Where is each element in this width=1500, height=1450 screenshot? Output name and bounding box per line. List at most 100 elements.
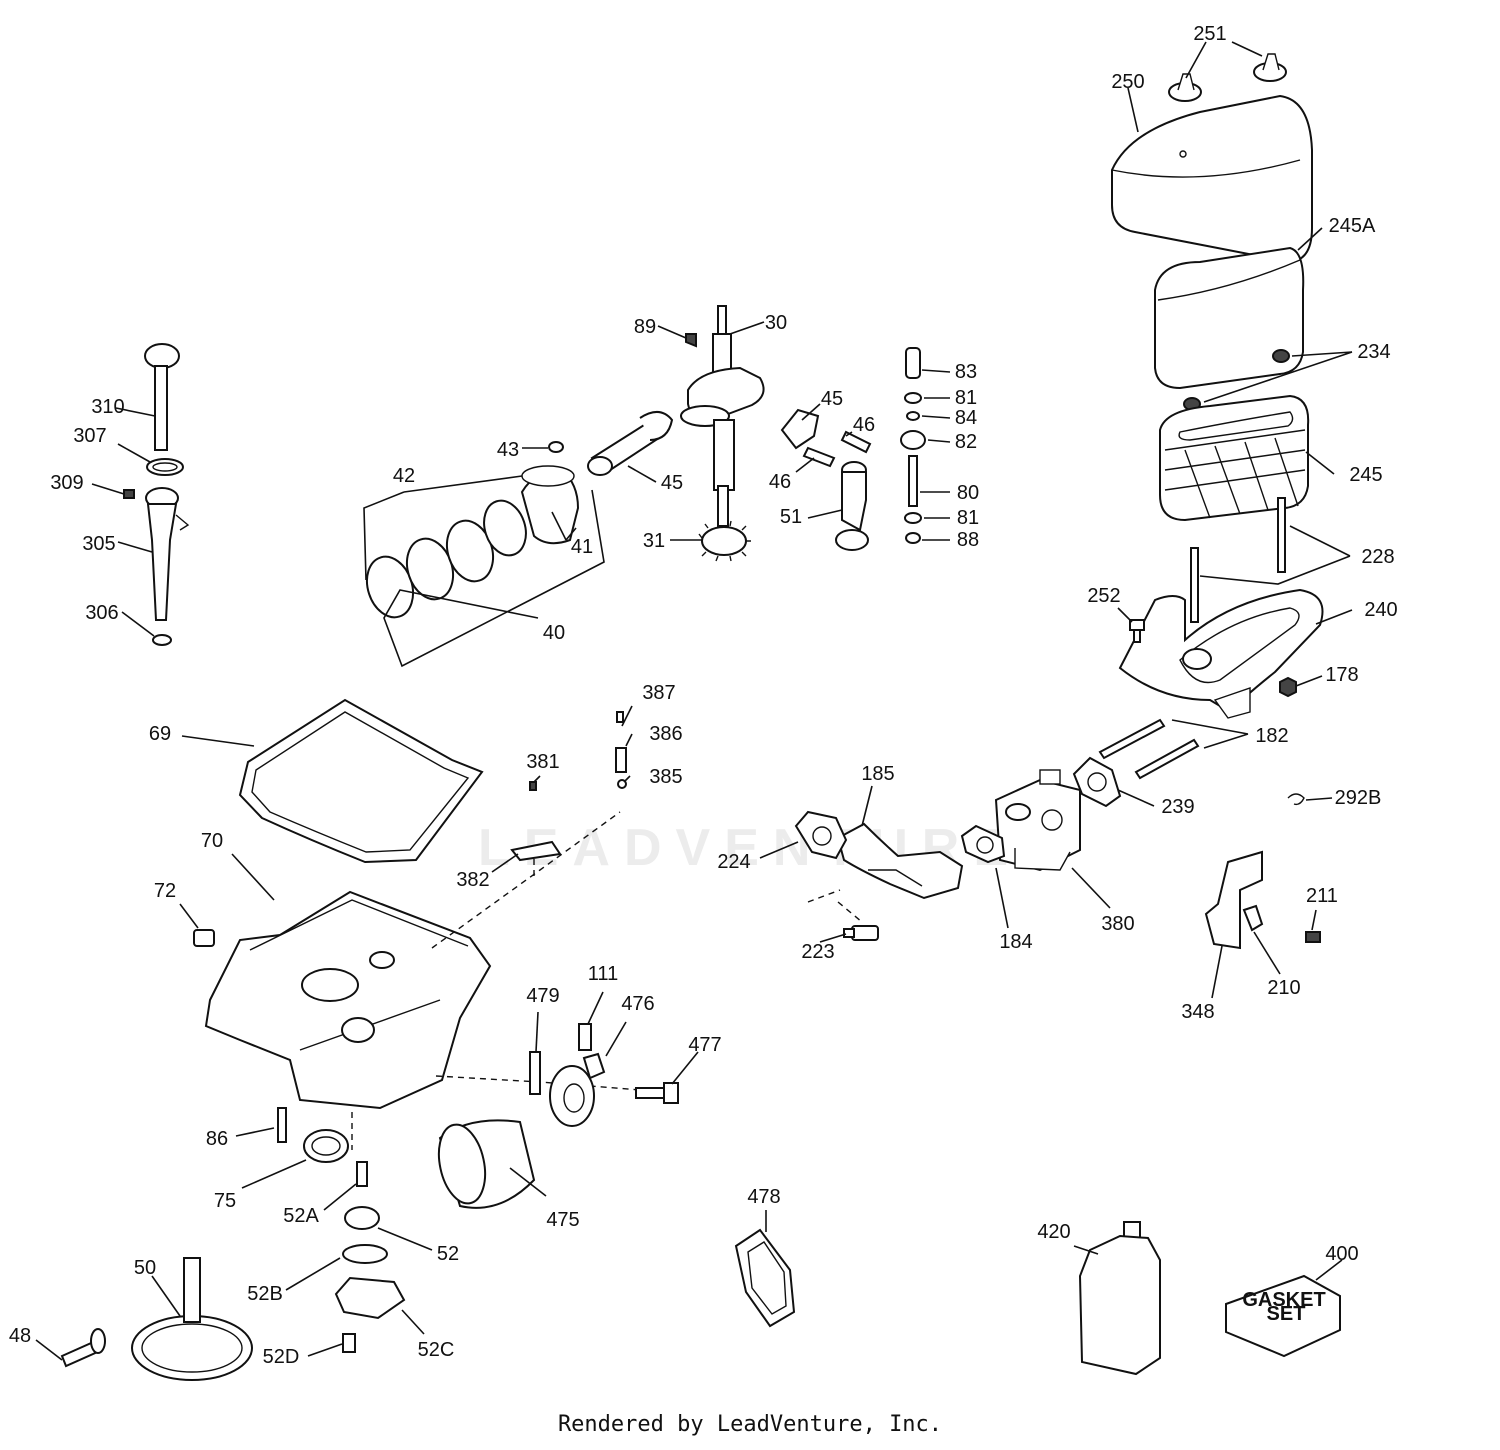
oil-filter-adapter-476[interactable] [549, 1052, 606, 1127]
callout-305: 305 [82, 533, 115, 555]
dipstick-310[interactable] [144, 343, 180, 451]
connecting-rod-cap-45b[interactable] [780, 408, 820, 450]
callout-386: 386 [649, 723, 682, 745]
plug-387[interactable] [616, 711, 624, 723]
callout-475: 475 [546, 1209, 579, 1231]
callout-479: 479 [526, 985, 559, 1007]
callout-111: 111 [588, 963, 618, 985]
callout-45-cap: 45 [821, 388, 843, 410]
o-ring-52B[interactable] [342, 1244, 388, 1264]
valve-plate-382[interactable] [510, 840, 562, 862]
callout-245A: 245A [1329, 215, 1376, 237]
spool-88[interactable] [905, 532, 921, 544]
governor-shaft-83[interactable] [905, 347, 921, 379]
callout-234: 234 [1357, 341, 1390, 363]
callout-184: 184 [999, 931, 1032, 953]
callout-420: 420 [1037, 1221, 1070, 1243]
washer-81b[interactable] [904, 512, 922, 524]
studs-228[interactable] [1190, 497, 1286, 623]
screw-52D[interactable] [342, 1333, 356, 1353]
callout-310: 310 [91, 396, 124, 418]
crankshaft-30[interactable] [680, 305, 765, 527]
bracket-348[interactable] [1204, 850, 1263, 950]
oil-pump-cover-52C[interactable] [334, 1276, 406, 1320]
oil-slinger-51[interactable] [835, 461, 869, 551]
oil-gasket-piston-ring-set-40[interactable] [359, 495, 532, 623]
callout-82: 82 [955, 431, 977, 453]
callout-46-lower: 46 [769, 471, 791, 493]
screw-86[interactable] [277, 1107, 287, 1143]
clip-292B[interactable] [1287, 793, 1305, 806]
retainer-84[interactable] [906, 411, 920, 421]
spring-386[interactable] [615, 747, 627, 773]
callout-83: 83 [955, 361, 977, 383]
washer-81a[interactable] [904, 392, 922, 404]
bolt-46b[interactable] [802, 446, 836, 468]
callout-84: 84 [955, 407, 977, 429]
screw-309[interactable] [123, 489, 135, 499]
callout-41: 41 [571, 536, 593, 558]
air-cleaner-cover-250[interactable] [1111, 94, 1313, 264]
callout-245: 245 [1349, 464, 1382, 486]
bolt-252[interactable] [1129, 619, 1145, 643]
callout-239: 239 [1161, 796, 1194, 818]
grommet-234a[interactable] [1272, 349, 1290, 363]
clip-210[interactable] [1242, 904, 1264, 932]
gasket-set-line1: GASKET [1242, 1289, 1325, 1311]
callout-251: 251 [1193, 23, 1226, 45]
oil-filter-475[interactable] [432, 1119, 536, 1209]
dipstick-tube-305[interactable] [145, 487, 190, 621]
key-89[interactable] [685, 333, 697, 348]
gasket-69[interactable] [238, 698, 484, 864]
oil-pressure-switch-111[interactable] [578, 1023, 592, 1051]
footer-credit: Rendered by LeadVenture, Inc. [557, 1412, 943, 1437]
gasket-184[interactable] [960, 824, 1006, 864]
pre-cleaner-245A[interactable] [1154, 246, 1305, 390]
callout-43: 43 [497, 439, 519, 461]
wing-nut-251b[interactable] [1253, 53, 1287, 82]
callout-labels: 251 250 245A 234 245 228 252 240 178 182… [9, 23, 1398, 1368]
leader-lines [35, 41, 1353, 1361]
callout-185: 185 [861, 763, 894, 785]
nipple-479[interactable] [529, 1051, 541, 1095]
intake-manifold-185[interactable] [836, 822, 964, 900]
callout-42: 42 [393, 465, 415, 487]
piston-41[interactable] [520, 465, 580, 545]
callout-477: 477 [688, 1034, 721, 1056]
callout-52C: 52C [418, 1339, 455, 1361]
pin-52A[interactable] [356, 1161, 368, 1187]
gasket-set-box-400[interactable]: GASKET SET [1225, 1274, 1341, 1358]
bolt-46a[interactable] [840, 430, 872, 454]
oil-filter-cover-478[interactable] [734, 1228, 796, 1328]
air-cleaner-base-240[interactable] [1118, 588, 1324, 719]
o-ring-307[interactable] [146, 458, 184, 476]
governor-shaft-80[interactable] [908, 455, 918, 507]
piston-pin-lock-43[interactable] [548, 441, 564, 453]
studs-182[interactable] [1098, 718, 1200, 780]
crank-gear-31[interactable] [698, 520, 751, 562]
callout-478: 478 [747, 1186, 780, 1208]
callout-69: 69 [149, 723, 171, 745]
o-ring-306[interactable] [152, 634, 172, 646]
sump-70[interactable] [204, 890, 492, 1110]
plug-72[interactable] [193, 929, 215, 947]
pressure-relief-381[interactable] [529, 781, 537, 791]
bolt-223[interactable] [843, 925, 879, 941]
callout-228: 228 [1361, 546, 1394, 568]
screw-477[interactable] [635, 1082, 679, 1104]
callout-382: 382 [456, 869, 489, 891]
camshaft-50[interactable] [131, 1257, 253, 1381]
connecting-rod-45a[interactable] [587, 411, 674, 476]
air-filter-245[interactable] [1159, 394, 1310, 522]
nut-178[interactable] [1279, 676, 1297, 698]
oil-bottle-420[interactable] [1078, 1221, 1161, 1376]
wing-nut-251a[interactable] [1168, 73, 1202, 102]
oil-pump-rotor-52[interactable] [344, 1206, 380, 1230]
pin-48[interactable] [60, 1328, 106, 1368]
governor-gear-82[interactable] [900, 430, 926, 450]
oil-seal-75[interactable] [303, 1129, 349, 1163]
gasket-239[interactable] [1072, 756, 1122, 808]
screw-211[interactable] [1305, 931, 1321, 943]
carburetor-380[interactable] [994, 769, 1081, 872]
gasket-224[interactable] [794, 810, 848, 860]
